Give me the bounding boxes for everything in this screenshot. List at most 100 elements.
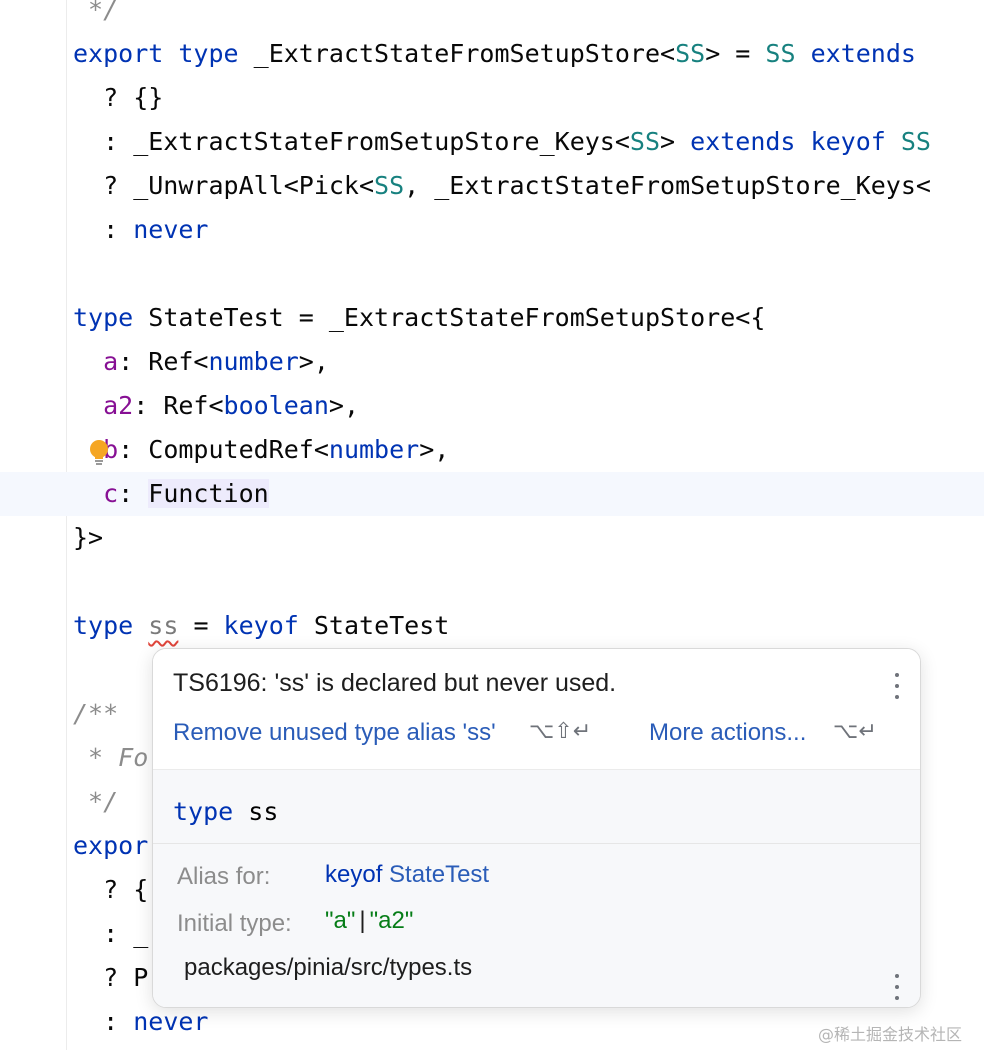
code-token: > xyxy=(660,127,691,156)
code-token xyxy=(73,391,103,420)
code-token: Function xyxy=(148,479,269,508)
code-token: */ xyxy=(73,787,119,816)
code-token: never xyxy=(133,215,209,244)
code-token: SS xyxy=(629,127,661,156)
code-line[interactable]: type StateTest = _ExtractStateFromSetupS… xyxy=(73,296,765,340)
code-line[interactable]: */ xyxy=(73,780,118,824)
initial-type-label: Initial type: xyxy=(177,910,292,937)
code-token: * Fo xyxy=(73,743,149,772)
code-line[interactable]: a: Ref<number>, xyxy=(73,340,329,384)
alias-type-link[interactable]: StateTest xyxy=(389,861,490,888)
code-token: SS xyxy=(675,39,706,68)
code-line[interactable]: export type _ExtractStateFromSetupStore<… xyxy=(73,32,916,76)
code-token: >, xyxy=(298,347,329,376)
alias-keyword: keyof xyxy=(325,861,383,888)
code-line[interactable]: }> xyxy=(73,516,103,560)
editor-gutter-separator xyxy=(66,0,67,1050)
code-token: keyof xyxy=(810,127,886,156)
code-token: : Ref< xyxy=(118,347,209,376)
code-token: _ExtractStateFromSetupStore< xyxy=(238,39,676,68)
code-token: : Ref< xyxy=(133,391,224,420)
code-token: = xyxy=(178,611,224,640)
code-line[interactable]: a2: Ref<boolean>, xyxy=(73,384,359,428)
popup-divider xyxy=(153,843,920,844)
code-token: , _ExtractStateFromSetupStore_Keys< xyxy=(404,171,931,200)
code-line[interactable]: ? _UnwrapAll<Pick<SS, _ExtractStateFromS… xyxy=(73,164,931,208)
code-token: ? P xyxy=(73,963,149,992)
initial-type-literal-a: "a" xyxy=(325,907,356,934)
code-token: number xyxy=(328,435,420,464)
code-token: type xyxy=(178,39,239,68)
popup-problem-section: TS6196: 'ss' is declared but never used.… xyxy=(153,649,920,769)
code-editor[interactable]: */ export type _ExtractStateFromSetupStor… xyxy=(73,0,984,1050)
code-token: keyof xyxy=(223,611,299,640)
code-line[interactable]: ? P xyxy=(73,956,148,1000)
code-token: StateTest = _ExtractStateFromSetupStore<… xyxy=(133,303,766,332)
lightbulb-icon[interactable] xyxy=(88,439,110,469)
code-token xyxy=(73,479,103,508)
code-token xyxy=(133,611,148,640)
inspection-popup: TS6196: 'ss' is declared but never used.… xyxy=(152,648,921,1008)
code-line[interactable]: ? {} xyxy=(73,76,163,120)
code-line[interactable]: */ xyxy=(73,0,118,32)
initial-type-value: "a"|"a2" xyxy=(325,907,413,935)
union-separator: | xyxy=(359,907,366,934)
code-token: expor xyxy=(73,831,149,860)
code-token: : _ExtractStateFromSetupStore_Keys< xyxy=(73,127,630,156)
code-token: SS xyxy=(900,127,931,156)
code-token: type xyxy=(73,611,134,640)
code-token: boolean xyxy=(223,391,329,420)
code-token: > = xyxy=(705,39,766,68)
code-token: extends xyxy=(690,127,796,156)
code-token: : _ xyxy=(73,919,149,948)
code-token: c xyxy=(103,479,119,508)
code-token xyxy=(886,127,901,156)
code-line[interactable]: : never xyxy=(73,208,208,252)
code-token: */ xyxy=(73,0,119,24)
code-token: ? { xyxy=(73,875,149,904)
alias-label: Alias for: xyxy=(177,863,271,890)
alias-value: keyof StateTest xyxy=(325,861,489,889)
code-token xyxy=(73,347,103,376)
code-token: StateTest xyxy=(298,611,450,640)
code-token: : xyxy=(118,479,149,508)
quick-fix-shortcut: ⌥⇧↵ xyxy=(529,719,592,744)
code-line[interactable]: * Fo xyxy=(73,736,148,780)
code-token: SS xyxy=(374,171,405,200)
code-token: type xyxy=(73,303,134,332)
popup-documentation-section: type ss Alias for: keyof StateTest Initi… xyxy=(153,769,920,1007)
more-actions-link[interactable]: More actions... xyxy=(649,719,807,746)
code-line[interactable]: type ss = keyof StateTest xyxy=(73,604,449,648)
code-token: never xyxy=(133,1007,209,1036)
signature-keyword: type xyxy=(173,797,234,826)
code-token: a2 xyxy=(103,391,134,420)
code-token: export xyxy=(73,39,164,68)
code-token: : ComputedRef< xyxy=(118,435,329,464)
remove-unused-alias-action[interactable]: Remove unused type alias 'ss' xyxy=(173,719,496,746)
code-line[interactable]: : never xyxy=(73,1000,208,1044)
type-signature: type ss xyxy=(173,790,278,834)
code-token: SS xyxy=(765,39,796,68)
code-line[interactable]: /** xyxy=(73,692,118,736)
code-line[interactable]: b: ComputedRef<number>, xyxy=(73,428,449,472)
code-line[interactable]: c: Function xyxy=(73,472,269,516)
code-token: a xyxy=(103,347,119,376)
code-token: number xyxy=(208,347,299,376)
code-token: }> xyxy=(73,523,104,552)
watermark: @稀土掘金技术社区 xyxy=(818,1025,963,1044)
more-vertical-icon[interactable] xyxy=(887,972,907,1002)
code-line[interactable]: ? { xyxy=(73,868,148,912)
signature-name: ss xyxy=(248,797,279,826)
code-line[interactable]: : _ExtractStateFromSetupStore_Keys<SS> e… xyxy=(73,120,931,164)
source-file-path: packages/pinia/src/types.ts xyxy=(184,954,473,981)
code-token: extends xyxy=(810,39,916,68)
more-actions-shortcut: ⌥↵ xyxy=(833,719,877,744)
code-token: b xyxy=(103,435,119,464)
code-token: >, xyxy=(419,435,450,464)
code-token: ? {} xyxy=(73,83,164,112)
code-token: /** xyxy=(73,699,119,728)
more-vertical-icon[interactable] xyxy=(887,671,907,701)
initial-type-literal-a2: "a2" xyxy=(369,907,414,934)
code-token: : xyxy=(73,215,134,244)
code-token xyxy=(795,127,810,156)
